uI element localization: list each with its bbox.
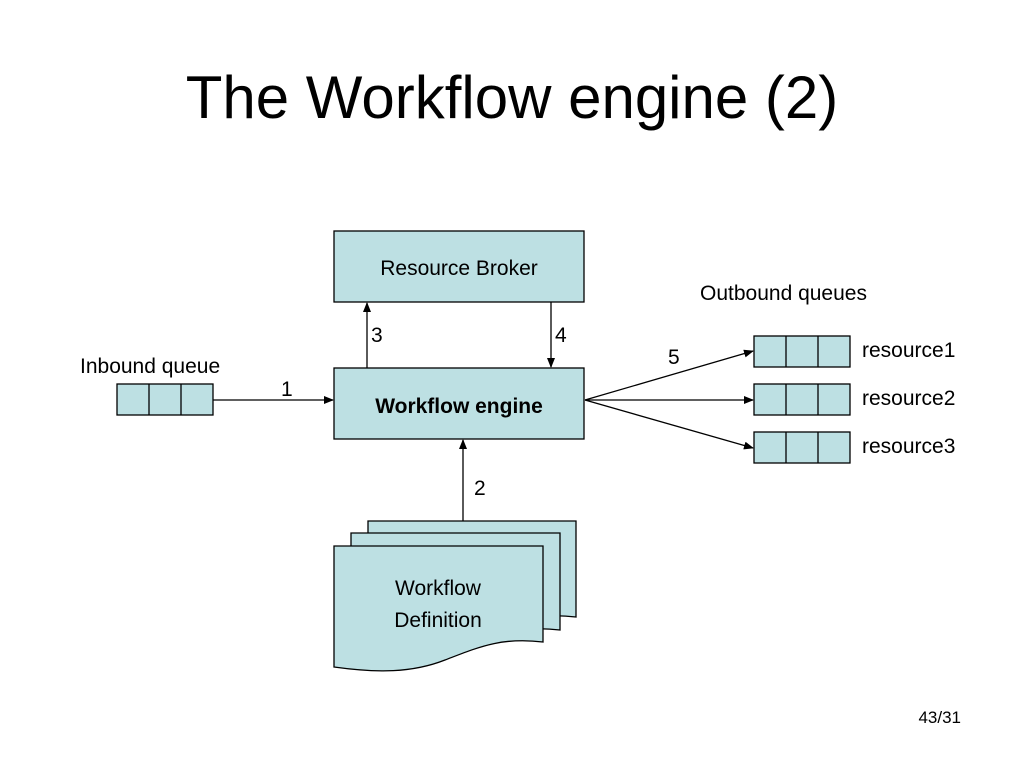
workflow-definition-label-line2: Definition — [394, 609, 482, 632]
workflow-definition-label-line1: Workflow — [395, 577, 482, 600]
step5-label: 5 — [668, 346, 680, 369]
resource2-label: resource2 — [862, 387, 955, 410]
workflow-engine-node: Workflow engine — [333, 367, 585, 440]
page-number: 43/31 — [918, 708, 961, 727]
outbound-queue-resource2 — [753, 383, 851, 416]
workflow-engine-label: Workflow engine — [375, 395, 543, 418]
step2-label: 2 — [474, 477, 486, 500]
step1-label: 1 — [281, 378, 293, 401]
inbound-queue-label: Inbound queue — [80, 355, 220, 378]
resource1-label: resource1 — [862, 339, 955, 362]
outbound-queue-resource3 — [753, 431, 851, 464]
resource-broker-label: Resource Broker — [380, 257, 538, 280]
inbound-queue — [116, 383, 214, 416]
resource-broker-node: Resource Broker — [333, 230, 585, 303]
outbound-queues-label: Outbound queues — [700, 282, 867, 305]
slide-title: The Workflow engine (2) — [185, 64, 839, 131]
workflow-definition-node: Workflow Definition — [333, 520, 577, 672]
resource3-label: resource3 — [862, 435, 955, 458]
arrow-to-resource3 — [584, 399, 754, 450]
arrow-to-resource1 — [584, 349, 754, 401]
step3-label: 3 — [371, 324, 383, 347]
step4-label: 4 — [555, 324, 567, 347]
outbound-queue-resource1 — [753, 335, 851, 368]
